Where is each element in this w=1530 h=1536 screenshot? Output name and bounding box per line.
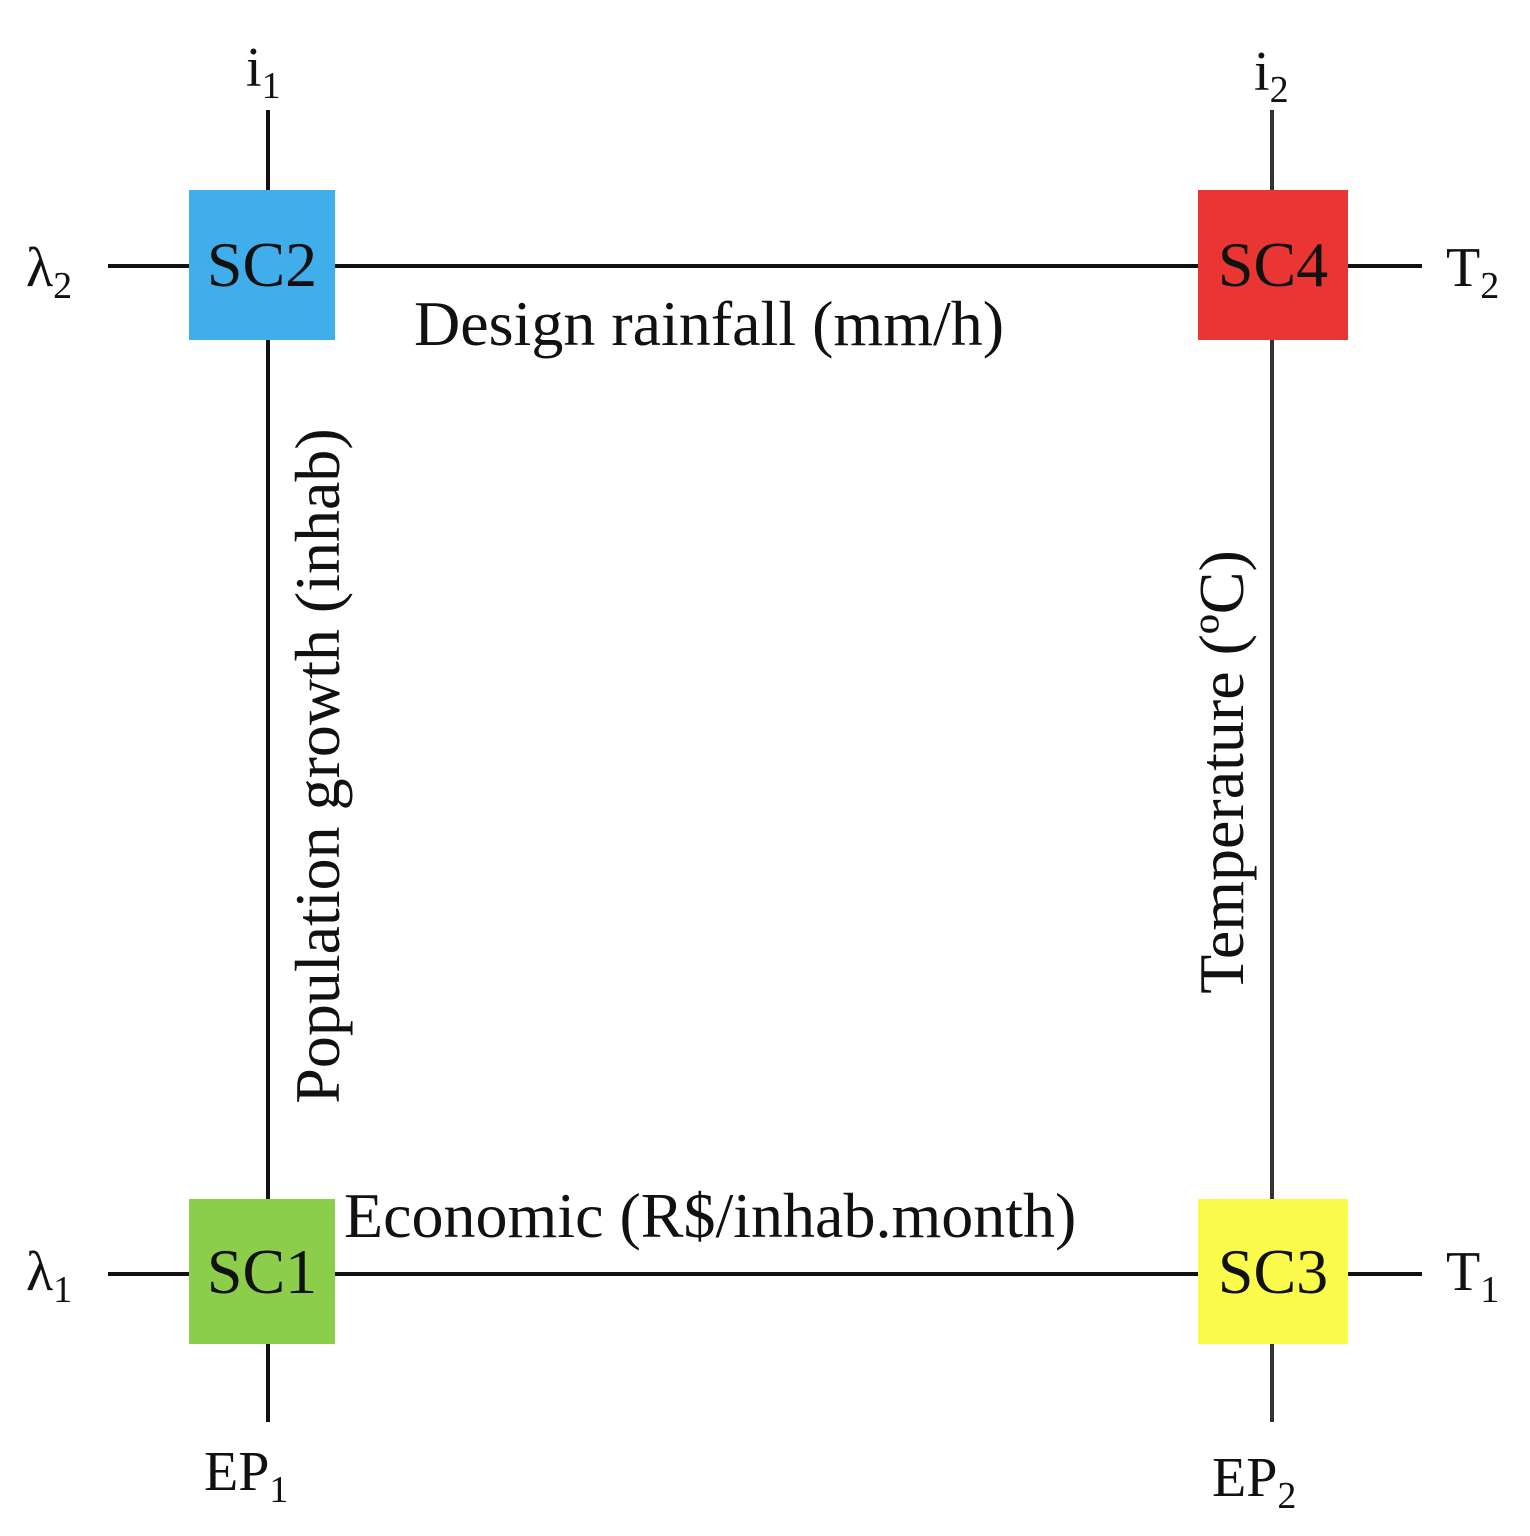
terminal-ep1: EP1 [204, 1444, 288, 1509]
sc4-box: SC4 [1198, 190, 1348, 340]
terminal-i2: i2 [1254, 44, 1289, 109]
sc2-box: SC2 [189, 190, 335, 340]
sc1-label: SC1 [206, 1235, 318, 1307]
terminal-i1: i1 [246, 40, 281, 105]
sc3-box: SC3 [1198, 1199, 1348, 1344]
terminal-t1-base: T [1446, 1241, 1481, 1303]
right-axis-label: Temperature (ºC) [1186, 550, 1257, 994]
bottom-axis-label: Economic (R$/inhab.month) [344, 1180, 1077, 1251]
terminal-lambda1: λ1 [26, 1244, 72, 1309]
terminal-ep2-sub: 2 [1277, 1475, 1297, 1517]
terminal-ep1-sub: 1 [269, 1469, 289, 1511]
terminal-i1-sub: 1 [261, 65, 281, 107]
left-axis-label: Population growth (inhab) [282, 428, 353, 1104]
sc1-box: SC1 [189, 1199, 335, 1344]
sc3-label: SC3 [1217, 1235, 1329, 1307]
sc2-label: SC2 [206, 229, 318, 300]
terminal-lambda2-sub: 2 [53, 265, 73, 307]
terminal-t2-base: T [1446, 237, 1481, 299]
terminal-i2-base: i [1254, 41, 1270, 103]
terminal-lambda1-base: λ [26, 1241, 54, 1303]
terminal-i2-sub: 2 [1269, 69, 1289, 111]
terminal-i1-base: i [246, 37, 262, 99]
terminal-lambda2: λ2 [26, 240, 72, 305]
terminal-ep2: EP2 [1212, 1450, 1296, 1515]
terminal-lambda1-sub: 1 [53, 1269, 73, 1311]
terminal-t2-sub: 2 [1480, 265, 1500, 307]
terminal-ep2-base: EP [1212, 1447, 1278, 1509]
sc4-label: SC4 [1217, 229, 1329, 300]
terminal-t2: T2 [1446, 240, 1499, 305]
terminal-ep1-base: EP [204, 1441, 270, 1503]
top-axis-label: Design rainfall (mm/h) [414, 288, 1005, 359]
terminal-t1: T1 [1446, 1244, 1499, 1309]
terminal-t1-sub: 1 [1480, 1269, 1500, 1311]
terminal-lambda2-base: λ [26, 237, 54, 299]
